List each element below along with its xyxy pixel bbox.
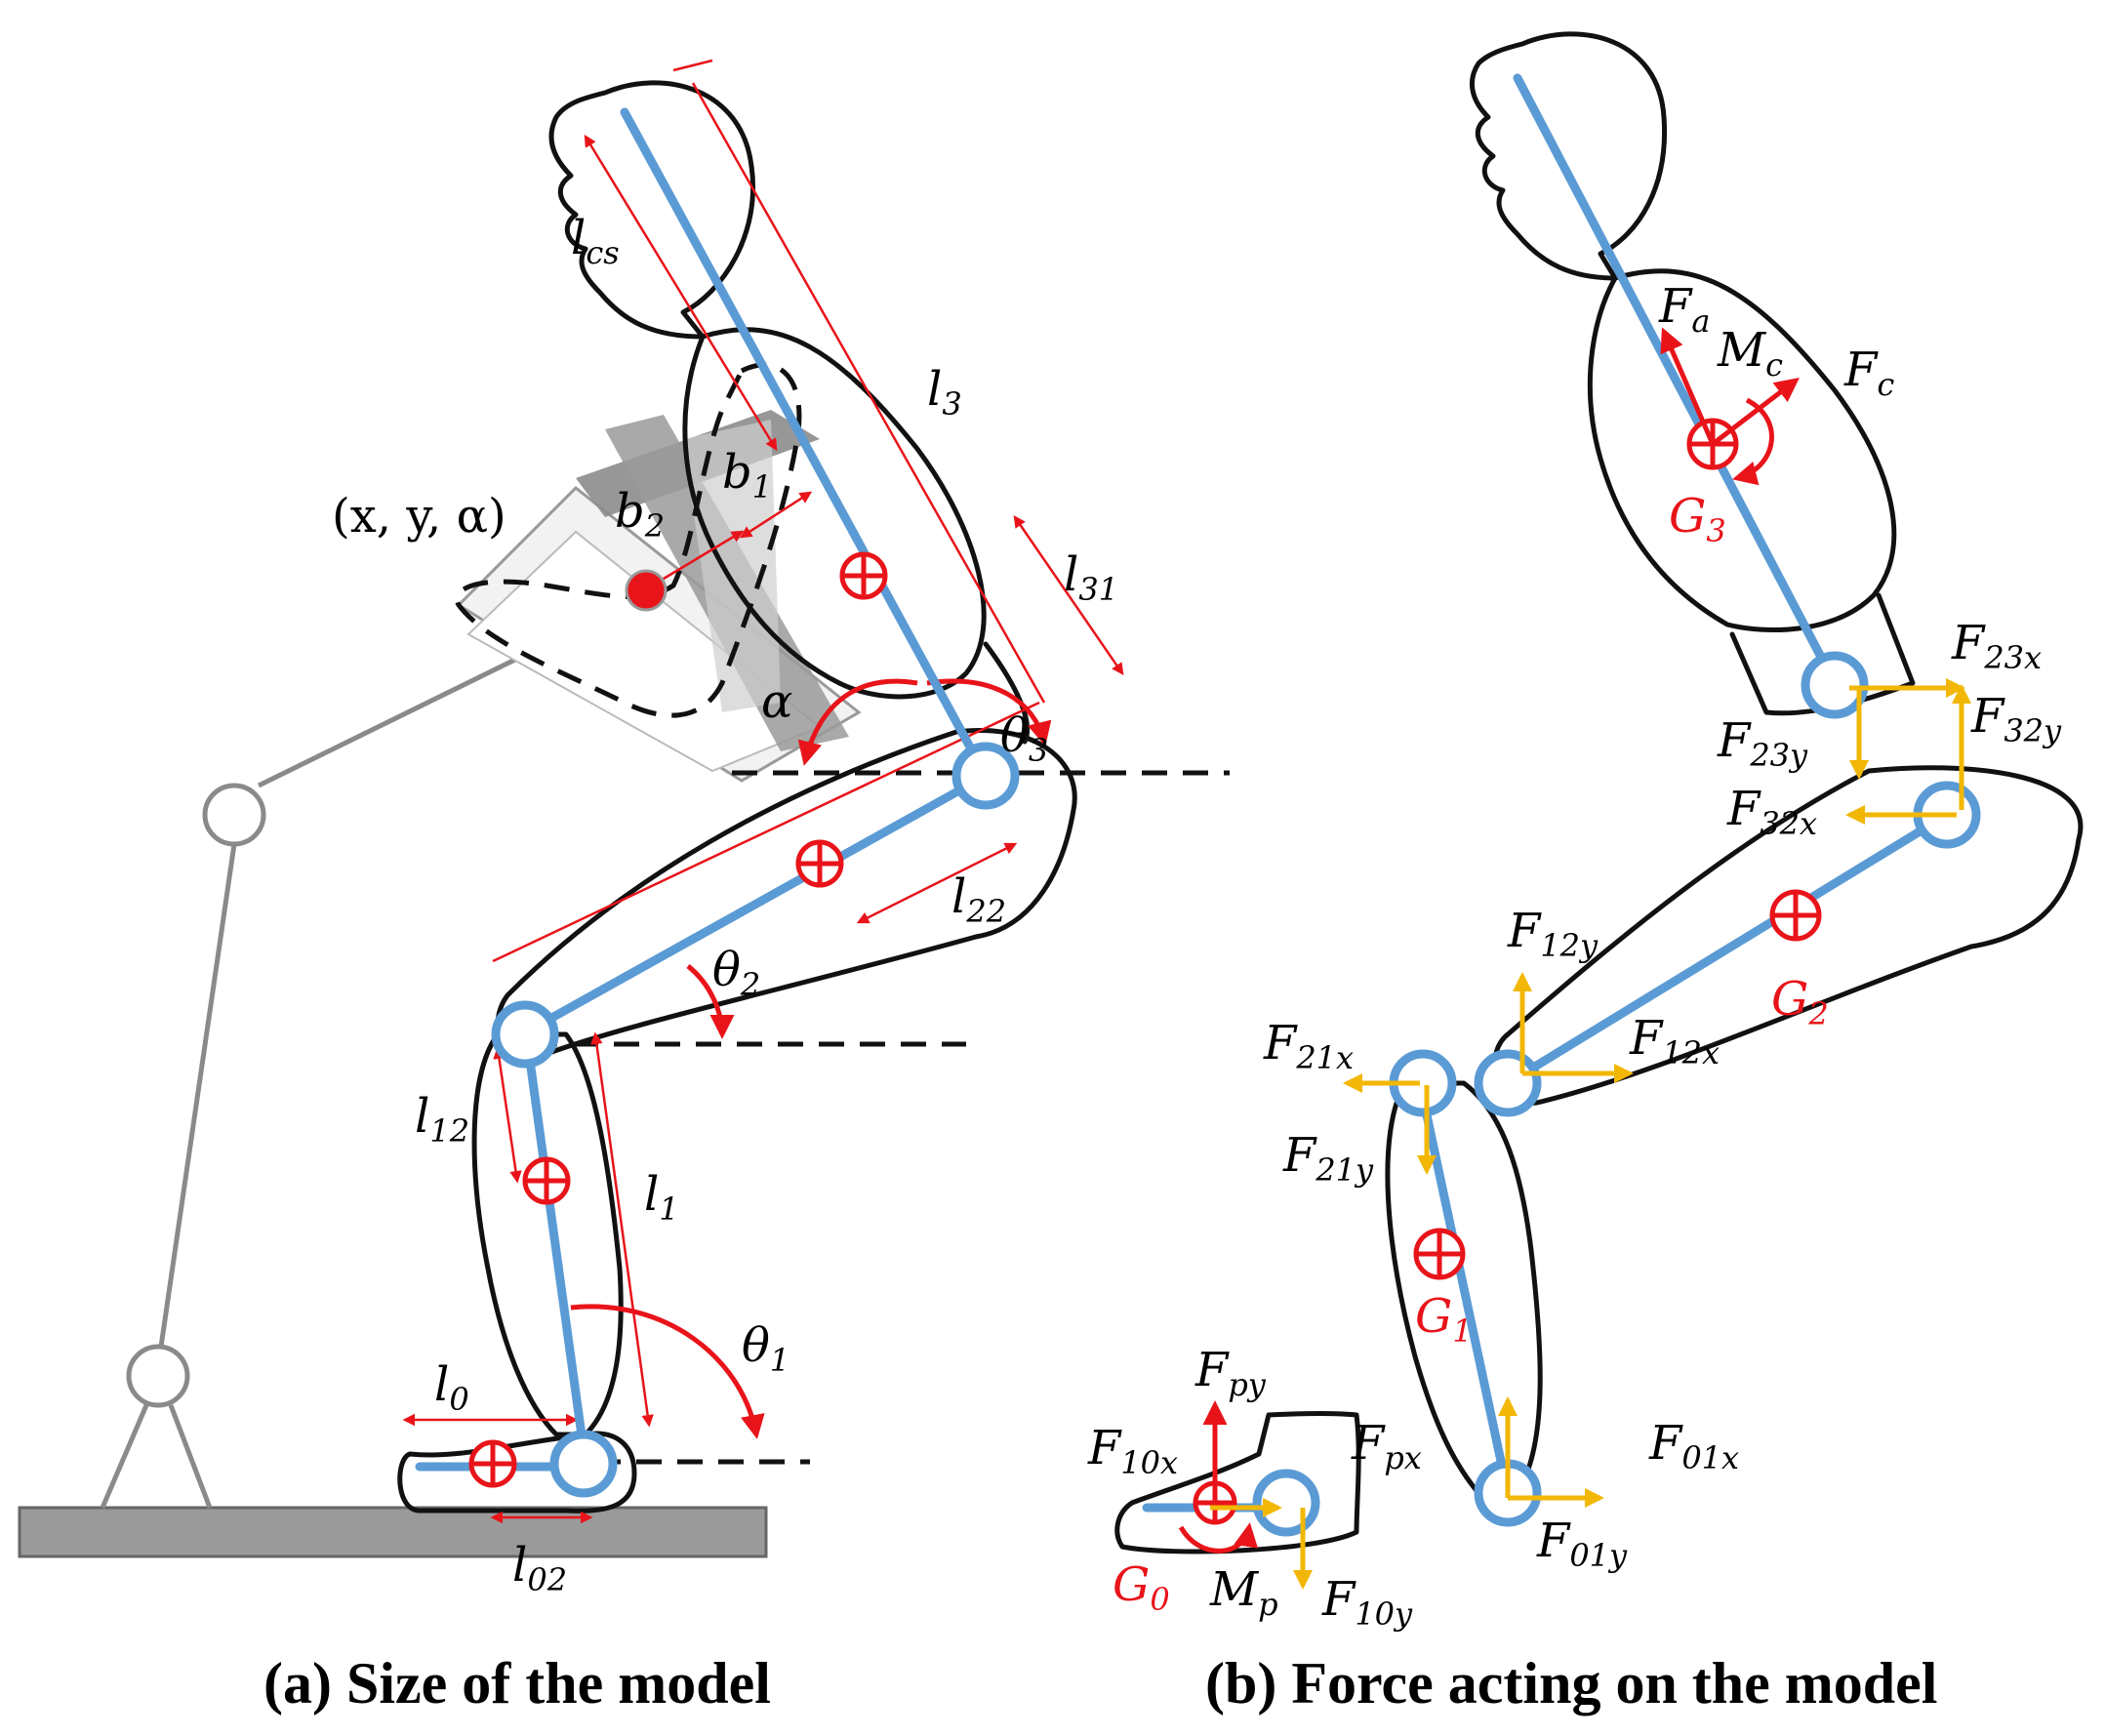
label-l3: l3	[927, 362, 962, 423]
joint-hip-b	[1801, 651, 1869, 719]
joint-ankle	[549, 1430, 618, 1498]
label-Fpx: Fpx	[1351, 1416, 1422, 1476]
label-F12x: F12x	[1629, 1011, 1720, 1071]
label-alpha: α	[761, 674, 792, 729]
label-Mc: Mc	[1717, 323, 1783, 384]
label-F01x: F01x	[1648, 1416, 1739, 1476]
label-G1: G1	[1415, 1289, 1473, 1350]
label-l12: l12	[415, 1089, 469, 1150]
joint-knee	[491, 1000, 559, 1069]
label-F21x: F21x	[1263, 1016, 1354, 1076]
label-F01y: F01y	[1536, 1514, 1628, 1574]
caption-a: (a) Size of the model	[263, 1651, 771, 1716]
tablet-grip-point	[625, 569, 668, 612]
label-pose: (x, y, α)	[332, 489, 506, 544]
labels-a: lcs l3 l31 b1 b2 (x, y, α) α θ3 l22 θ2 l…	[332, 211, 1118, 1598]
label-G3: G3	[1669, 489, 1726, 549]
label-l31: l31	[1064, 547, 1118, 608]
label-theta3: θ3	[1000, 708, 1048, 769]
skeleton-b	[1142, 73, 1981, 1537]
label-F23y: F23y	[1717, 713, 1808, 774]
cog-markers-b	[1193, 418, 1822, 1525]
label-Fpy: Fpy	[1194, 1343, 1267, 1403]
label-theta2: θ2	[712, 943, 760, 1003]
dimension-lines	[402, 59, 1124, 1524]
joint-hip	[951, 742, 1020, 810]
force-arrows	[1178, 327, 1971, 1590]
labels-b: Fa Mc Fc G3 F23x F32y F23y F32x F12y F12…	[1087, 279, 2062, 1633]
label-F10y: F10y	[1321, 1572, 1413, 1633]
label-F10x: F10x	[1087, 1421, 1178, 1481]
label-F12y: F12y	[1507, 904, 1599, 964]
label-lcs: lcs	[571, 211, 620, 271]
label-l02: l02	[512, 1538, 567, 1598]
label-b2: b2	[615, 484, 665, 545]
caption-b: (b) Force acting on the model	[1205, 1651, 1937, 1716]
support-stand	[100, 651, 529, 1509]
joint-ankle-foot-b	[1252, 1469, 1320, 1537]
label-Fc: Fc	[1843, 343, 1894, 403]
label-l22: l22	[951, 869, 1006, 930]
label-Mp: Mp	[1209, 1562, 1278, 1623]
label-F23x: F23x	[1951, 616, 2042, 676]
label-G2: G2	[1771, 972, 1829, 1032]
label-l1: l1	[644, 1167, 679, 1228]
panel-b: Fa Mc Fc G3 F23x F32y F23y F32x F12y F12…	[1087, 31, 2084, 1716]
label-F32y: F32y	[1970, 689, 2062, 749]
skeleton-a	[415, 107, 1020, 1498]
joint-knee-thigh-b	[1474, 1049, 1542, 1117]
panel-a: lcs l3 l31 b1 b2 (x, y, α) α θ3 l22 θ2 l…	[18, 59, 1230, 1716]
floor-plate	[18, 1506, 768, 1558]
label-l0: l0	[434, 1357, 469, 1418]
label-b1: b1	[722, 445, 772, 505]
label-G0: G0	[1113, 1557, 1170, 1618]
label-F32x: F32x	[1726, 782, 1817, 842]
label-F21y: F21y	[1282, 1128, 1374, 1189]
cog-markers-a	[468, 551, 888, 1488]
label-theta1: θ1	[742, 1318, 789, 1379]
label-Fa: Fa	[1658, 279, 1710, 340]
